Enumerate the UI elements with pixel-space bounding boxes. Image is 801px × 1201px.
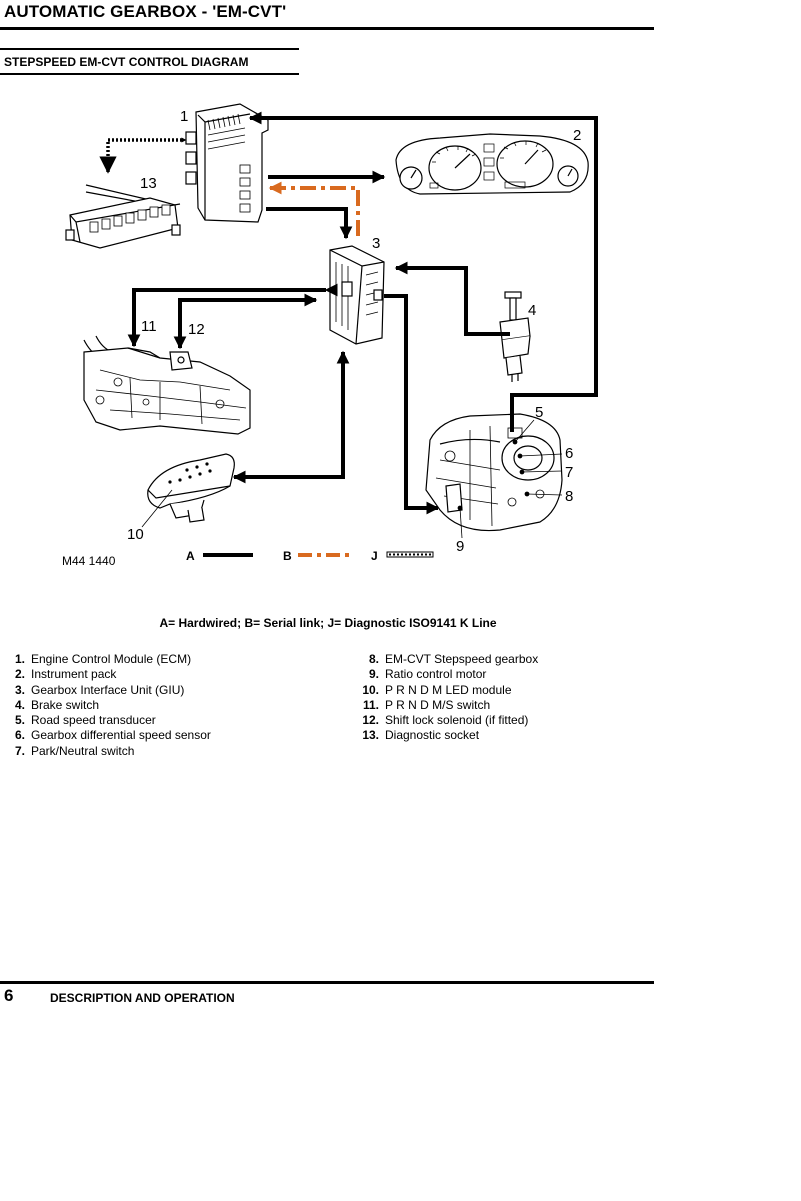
callout-2: 2 bbox=[573, 127, 581, 144]
section-rule-bottom bbox=[0, 73, 299, 75]
selector-assembly-drawing bbox=[83, 335, 251, 435]
section-rule-top bbox=[0, 48, 299, 50]
list-item: 8.EM-CVT Stepspeed gearbox bbox=[368, 652, 539, 666]
control-diagram: 1 2 bbox=[62, 103, 598, 568]
callout-4: 4 bbox=[528, 302, 536, 319]
component-list-right: 8.EM-CVT Stepspeed gearbox 9.Ratio contr… bbox=[357, 652, 538, 744]
list-item: 9.Ratio control motor bbox=[368, 667, 487, 682]
callout-12: 12 bbox=[188, 321, 205, 338]
page-title: AUTOMATIC GEARBOX - 'EM-CVT' bbox=[4, 2, 287, 21]
hardwired-links bbox=[127, 111, 598, 515]
list-item: 4.Brake switch bbox=[14, 697, 100, 712]
list-item: 3.Gearbox Interface Unit (GIU) bbox=[14, 682, 185, 697]
ecm-drawing bbox=[185, 103, 269, 223]
giu-drawing bbox=[329, 245, 385, 345]
legend-letter-a: A bbox=[186, 549, 195, 563]
brake-switch-drawing bbox=[499, 291, 531, 382]
legend-letter-b: B bbox=[283, 549, 292, 563]
gearbox-leaders bbox=[457, 419, 563, 539]
section-title: STEPSPEED EM-CVT CONTROL DIAGRAM bbox=[4, 55, 249, 69]
figure-ref: M44 1440 bbox=[62, 554, 116, 568]
line-key: A= Hardwired; B= Serial link; J= Diagnos… bbox=[159, 616, 497, 630]
list-item: 10.P R N D M LED module bbox=[362, 682, 512, 697]
list-item: 2.Instrument pack bbox=[14, 667, 117, 682]
callout-11: 11 bbox=[141, 318, 157, 335]
list-item: 5.Road speed transducer bbox=[14, 713, 156, 728]
list-item: 12.Shift lock solenoid (if fitted) bbox=[362, 713, 529, 728]
list-item: 7.Park/Neutral switch bbox=[14, 743, 135, 758]
callout-7: 7 bbox=[565, 464, 573, 481]
led-module-drawing bbox=[147, 453, 235, 523]
leader-10 bbox=[141, 489, 173, 528]
footer-rule bbox=[0, 981, 654, 984]
component-list-left: 1.Engine Control Module (ECM) 2.Instrume… bbox=[3, 652, 211, 759]
gearbox-drawing bbox=[425, 413, 563, 532]
callout-6: 6 bbox=[565, 445, 573, 462]
serial-link bbox=[268, 181, 360, 236]
list-item: 11.P R N D M/S switch bbox=[362, 697, 491, 712]
callout-5: 5 bbox=[535, 404, 543, 421]
list-item: 13.Diagnostic socket bbox=[362, 728, 480, 743]
list-item: 6.Gearbox differential speed sensor bbox=[14, 728, 211, 743]
list-item: 1.Engine Control Module (ECM) bbox=[14, 652, 192, 666]
callout-8: 8 bbox=[565, 488, 573, 505]
legend-letter-j: J bbox=[371, 549, 378, 563]
header-rule bbox=[0, 27, 654, 30]
callout-3: 3 bbox=[372, 235, 380, 252]
callout-9: 9 bbox=[456, 538, 464, 555]
callout-13: 13 bbox=[140, 175, 157, 192]
page-number: 6 bbox=[4, 986, 14, 1005]
diagnostic-socket-drawing bbox=[65, 184, 181, 249]
footer-section-name: DESCRIPTION AND OPERATION bbox=[50, 991, 235, 1005]
callout-1: 1 bbox=[180, 108, 188, 125]
callout-10: 10 bbox=[127, 526, 144, 543]
instrument-pack-drawing bbox=[395, 133, 589, 195]
diagnostic-link bbox=[99, 138, 182, 174]
